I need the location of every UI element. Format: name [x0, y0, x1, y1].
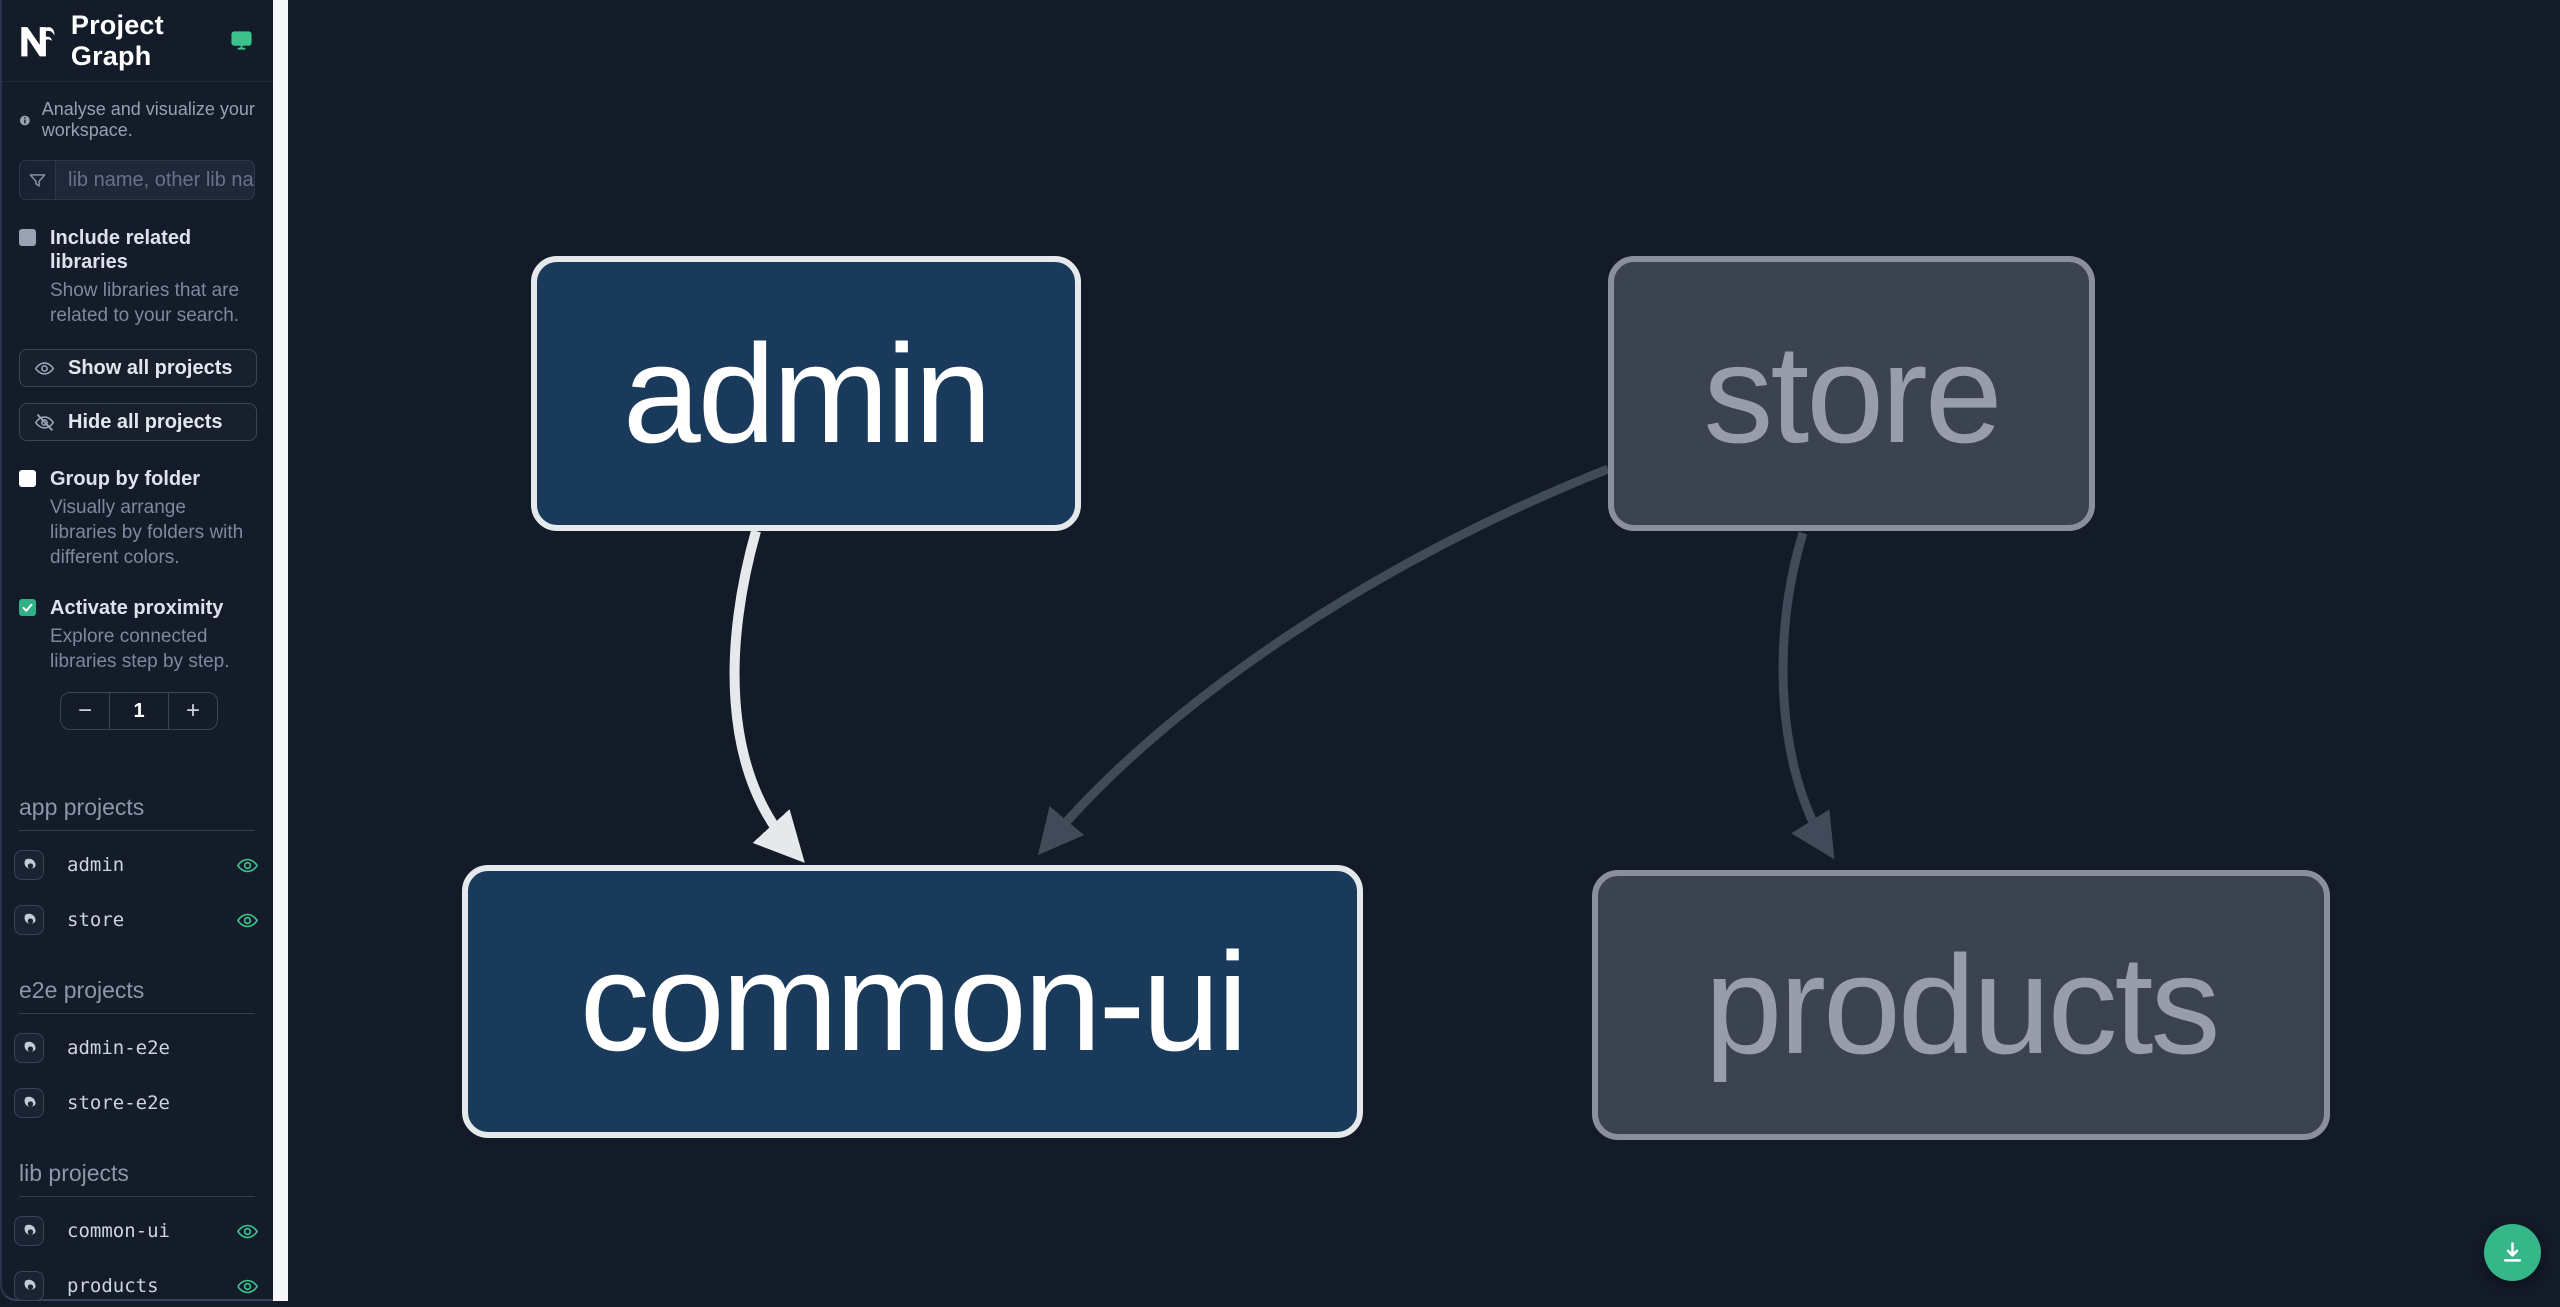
- focus-project-button[interactable]: [14, 850, 44, 880]
- list-item-admin: admin: [14, 844, 259, 886]
- focus-icon: [24, 1279, 36, 1290]
- toggle-include-related[interactable]: Include related libraries Show libraries…: [19, 226, 255, 328]
- node-label: store: [1703, 314, 2002, 472]
- page-title: Project Graph: [70, 9, 164, 71]
- project-visibility-eye-icon[interactable]: [236, 1275, 259, 1298]
- list-item-products: products: [14, 1265, 259, 1307]
- toggle-activate-proximity[interactable]: Activate proximity Explore connected lib…: [19, 596, 255, 674]
- checkbox-activate-proximity[interactable]: [19, 599, 36, 616]
- list-item-admin-e2e: admin-e2e: [14, 1027, 259, 1069]
- node-label: admin: [622, 314, 992, 472]
- toggle-description: Visually arrange libraries by folders wi…: [50, 497, 244, 568]
- project-visibility-eye-icon[interactable]: [236, 909, 259, 932]
- graph-node-common-ui[interactable]: common-ui: [462, 865, 1363, 1138]
- focus-icon: [24, 1096, 36, 1107]
- graph-canvas[interactable]: admin store common-ui products: [288, 0, 2560, 1301]
- toggle-label: Activate proximity: [50, 597, 224, 619]
- list-item-store-e2e: store-e2e: [14, 1082, 259, 1124]
- theme-switcher-button[interactable]: [230, 29, 253, 52]
- button-label: Hide all projects: [68, 410, 223, 433]
- toggle-label: Group by folder: [50, 468, 200, 490]
- proximity-decrement-button[interactable]: −: [61, 693, 109, 729]
- focus-project-button[interactable]: [14, 905, 44, 935]
- project-name: admin: [67, 854, 125, 876]
- project-visibility-eye-icon[interactable]: [236, 1220, 259, 1243]
- hide-all-projects-button[interactable]: Hide all projects: [19, 403, 257, 441]
- section-title-lib-projects: lib projects: [19, 1160, 255, 1197]
- edge-store-to-common-ui[interactable]: [1037, 464, 1610, 856]
- checkbox-include-related[interactable]: [19, 229, 36, 246]
- project-name: products: [67, 1275, 159, 1297]
- info-icon: [19, 115, 30, 125]
- project-name: store: [67, 909, 125, 931]
- download-icon: [2503, 1242, 2522, 1262]
- toggle-description: Show libraries that are related to your …: [50, 280, 240, 326]
- project-name: store-e2e: [67, 1092, 170, 1114]
- tagline-text: Analyse and visualize your workspace.: [41, 99, 255, 140]
- button-label: Show all projects: [68, 356, 233, 379]
- search-input[interactable]: [56, 161, 254, 199]
- focus-icon: [24, 858, 36, 869]
- project-name: common-ui: [67, 1220, 170, 1242]
- eye-icon: [34, 361, 55, 375]
- focus-project-button[interactable]: [14, 1271, 44, 1301]
- eye-off-icon: [34, 413, 55, 431]
- checkbox-group-by-folder[interactable]: [19, 470, 36, 487]
- search-bar: [19, 160, 255, 200]
- proximity-increment-button[interactable]: +: [169, 693, 217, 729]
- proximity-stepper: − 1 +: [60, 692, 218, 730]
- toggle-label: Include related libraries: [50, 227, 192, 273]
- edge-store-to-products[interactable]: [1778, 531, 1835, 860]
- filter-funnel-icon: [20, 161, 56, 199]
- focus-icon: [24, 1041, 36, 1052]
- focus-project-button[interactable]: [14, 1033, 44, 1063]
- nx-logo: [21, 26, 55, 56]
- node-label: common-ui: [579, 922, 1248, 1080]
- list-item-store: store: [14, 899, 259, 941]
- focus-project-button[interactable]: [14, 1088, 44, 1118]
- show-all-projects-button[interactable]: Show all projects: [19, 349, 257, 387]
- focus-icon: [24, 913, 36, 924]
- list-item-common-ui: common-ui: [14, 1210, 259, 1252]
- monitor-icon: [231, 31, 252, 50]
- edge-admin-to-common-ui[interactable]: [729, 529, 805, 863]
- node-label: products: [1704, 926, 2221, 1083]
- app-header: Project Graph: [2, 0, 273, 82]
- graph-node-admin[interactable]: admin: [531, 256, 1081, 531]
- section-title-app-projects: app projects: [19, 794, 255, 831]
- section-title-e2e-projects: e2e projects: [19, 977, 255, 1014]
- project-visibility-eye-icon[interactable]: [236, 854, 259, 877]
- graph-node-products[interactable]: products: [1592, 870, 2330, 1140]
- check-icon: [22, 603, 33, 612]
- focus-project-button[interactable]: [14, 1216, 44, 1246]
- graph-node-store[interactable]: store: [1608, 256, 2095, 531]
- toggle-group-by-folder[interactable]: Group by folder Visually arrange librari…: [19, 467, 255, 570]
- project-name: admin-e2e: [67, 1037, 170, 1059]
- workspace-tagline: Analyse and visualize your workspace.: [2, 82, 273, 141]
- sidebar: Project Graph Analyse and visualize your…: [0, 0, 273, 1301]
- focus-icon: [24, 1224, 36, 1235]
- toggle-description: Explore connected libraries step by step…: [50, 626, 230, 672]
- sidebar-scrollbar-gutter[interactable]: [273, 0, 288, 1301]
- proximity-value: 1: [109, 693, 169, 729]
- download-graph-button[interactable]: [2484, 1224, 2541, 1281]
- dependency-edges: [729, 464, 1835, 863]
